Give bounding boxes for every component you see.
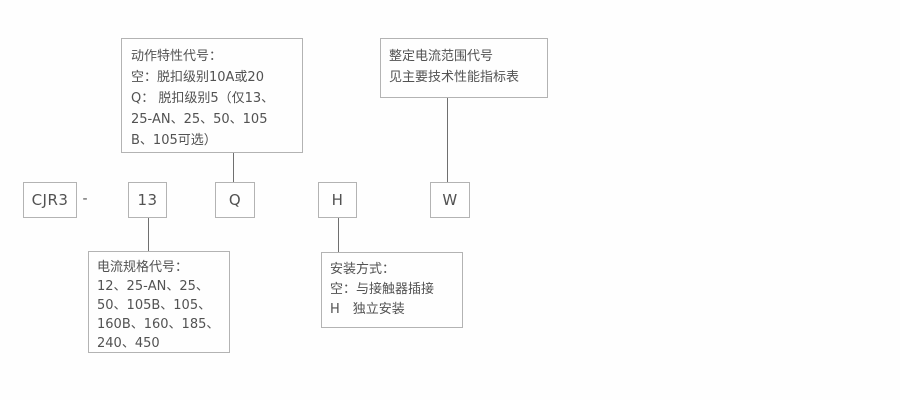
setting-current-range-code-label: W xyxy=(442,191,458,209)
connector-13-to-current-spec xyxy=(148,218,149,251)
connector-action-to-q xyxy=(233,153,234,182)
action-characteristic-code-label: Q xyxy=(228,191,242,209)
callout-spec-line-4: 160B、160、185、 xyxy=(97,317,220,332)
code-box-current-spec: 13 xyxy=(128,182,167,218)
callout-spec-line-5: 240、450 xyxy=(97,336,160,351)
callout-action-line-1: 动作特性代号： xyxy=(131,49,223,64)
model-prefix-box: CJR3 xyxy=(23,182,77,218)
callout-spec-line-1: 电流规格代号： xyxy=(97,260,189,275)
callout-mounting-line-2: 空：与接触器插接 xyxy=(330,282,435,297)
model-prefix-label: CJR3 xyxy=(31,191,69,209)
connector-range-to-w xyxy=(447,98,448,182)
callout-action-line-5: B、105可选） xyxy=(131,133,217,148)
callout-current-spec: 电流规格代号： 12、25-AN、25、 50、105B、105、 160B、1… xyxy=(88,251,230,353)
mounting-code-label: H xyxy=(331,191,344,209)
callout-range-line-1: 整定电流范围代号 xyxy=(389,49,494,64)
callout-action-line-2: 空：脱扣级别10A或20 xyxy=(131,70,264,85)
callout-mounting: 安装方式： 空：与接触器插接 H 独立安装 xyxy=(321,252,463,328)
model-separator: - xyxy=(82,191,88,207)
callout-action-line-3: Q： 脱扣级别5（仅13、 xyxy=(131,91,275,106)
code-box-setting-current-range: W xyxy=(430,182,470,218)
callout-spec-line-3: 50、105B、105、 xyxy=(97,298,212,313)
callout-setting-current-range: 整定电流范围代号 见主要技术性能指标表 xyxy=(380,38,548,98)
current-spec-code-label: 13 xyxy=(137,191,158,209)
connector-h-to-mounting xyxy=(338,218,339,252)
code-box-action-characteristic: Q xyxy=(215,182,255,218)
callout-action-line-4: 25-AN、25、50、105 xyxy=(131,112,268,127)
callout-range-line-2: 见主要技术性能指标表 xyxy=(389,70,520,85)
callout-mounting-line-1: 安装方式： xyxy=(330,262,396,277)
callout-action-characteristic: 动作特性代号： 空：脱扣级别10A或20 Q： 脱扣级别5（仅13、 25-AN… xyxy=(121,38,303,153)
code-box-mounting: H xyxy=(318,182,357,218)
callout-mounting-line-3: H 独立安装 xyxy=(330,302,405,317)
callout-spec-line-2: 12、25-AN、25、 xyxy=(97,279,209,294)
